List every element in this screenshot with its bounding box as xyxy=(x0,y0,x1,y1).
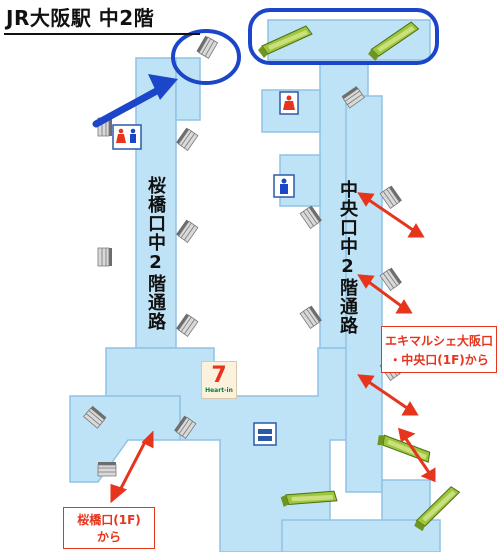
callout-sakurabashi-exit: 桜橋口(1F) から xyxy=(63,507,155,549)
store-logo-icon: 7 xyxy=(211,363,227,388)
callout-ekimarche-line1: エキマルシェ大阪口 xyxy=(384,334,493,348)
convenience-store-icon: 7 Heart-in xyxy=(201,361,237,399)
highlight-circle-stairs xyxy=(171,29,241,85)
page-title: JR大阪駅 中2階 xyxy=(6,6,155,30)
exit-arrow-sakurabashi xyxy=(110,430,154,504)
callout-ekimarche-exit: エキマルシェ大阪口 ・中央口(1F)から xyxy=(381,326,497,373)
store-name: Heart-in xyxy=(205,387,233,394)
mens-toilet-icon xyxy=(273,174,295,198)
floor-walkways xyxy=(69,19,441,552)
callout-ekimarche-line2: ・中央口(1F)から xyxy=(389,353,489,367)
callout-sakurabashi-line2: から xyxy=(96,530,121,544)
exit-arrow-chuo-3 xyxy=(357,374,419,416)
exit-arrow-chuo-4 xyxy=(398,427,436,483)
coin-locker-icon xyxy=(253,422,277,446)
highlight-box-escalators xyxy=(248,8,439,65)
title-underline xyxy=(4,33,200,35)
womens-toilet-icon xyxy=(279,91,299,115)
toilet-icon xyxy=(112,124,142,150)
callout-sakurabashi-line1: 桜橋口(1F) xyxy=(77,513,141,527)
exit-arrow-chuo-1 xyxy=(357,192,425,238)
label-sakurabashi-passage: 桜橋口中2階通路 xyxy=(145,176,166,331)
label-chuo-passage: 中央口中2階通路 xyxy=(337,180,358,335)
highlight-markers xyxy=(92,8,439,128)
exit-arrow-chuo-2 xyxy=(357,274,413,314)
pointer-arrow xyxy=(92,74,178,128)
exit-arrows xyxy=(110,192,436,504)
